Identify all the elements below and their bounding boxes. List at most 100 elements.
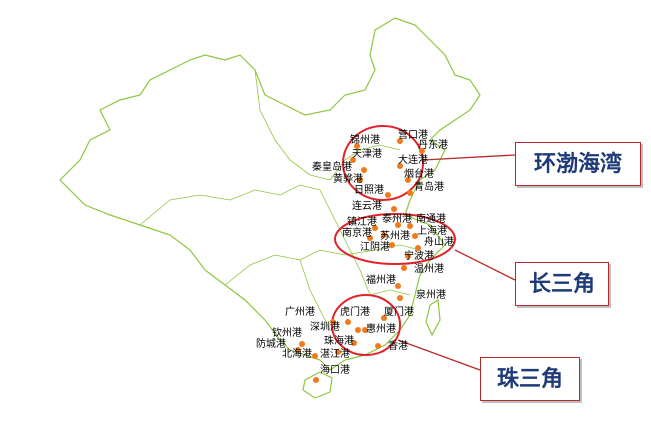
port-marker	[295, 347, 301, 353]
port-label: 锦州港	[350, 133, 380, 146]
port-label: 泉州港	[416, 288, 446, 301]
port-marker	[389, 242, 395, 248]
region-callout-pearl: 珠三角	[480, 357, 580, 401]
port-label: 青岛港	[414, 180, 444, 193]
port-label: 黄骅港	[333, 172, 363, 185]
port-marker	[345, 319, 351, 325]
port-label: 舟山港	[424, 235, 454, 248]
port-marker	[313, 377, 319, 383]
port-marker	[419, 148, 425, 154]
port-label: 丹东港	[418, 138, 448, 151]
port-24: 虎门港	[340, 305, 370, 325]
port-19: 宁波港	[404, 249, 434, 262]
port-marker	[405, 177, 411, 183]
port-9: 青岛港	[407, 180, 444, 196]
yangtze-region-circle	[334, 213, 456, 265]
port-label: 上海港	[417, 224, 447, 237]
port-32: 湛江港	[320, 348, 350, 360]
port-layer: 锦州港 营口港丹东港天津港 大连港秦皇岛港烟台港 黄骅港日照港 青岛港连云港镇江港泰州港…	[256, 128, 454, 383]
port-marker	[395, 222, 401, 228]
region-callout-bohai: 环渤海湾	[515, 142, 641, 186]
port-marker	[415, 245, 421, 251]
port-16: 上海港	[412, 224, 447, 239]
port-30: 珠海港	[324, 334, 357, 347]
port-label: 南京港	[342, 226, 372, 239]
port-label: 营口港	[398, 128, 428, 141]
port-marker	[355, 327, 361, 333]
port-label: 广州港	[285, 306, 315, 318]
port-marker	[407, 190, 413, 196]
port-10: 连云港	[352, 199, 397, 212]
port-label: 南通港	[416, 212, 446, 225]
port-21: 福州港	[366, 273, 401, 289]
port-marker	[372, 225, 378, 231]
port-2: 丹东港	[418, 138, 448, 154]
port-11: 镇江港	[347, 215, 378, 231]
port-marker	[412, 233, 418, 239]
port-31: 北海港	[282, 347, 318, 360]
port-7: 黄骅港	[333, 172, 363, 185]
port-marker	[367, 235, 373, 241]
port-marker	[391, 206, 397, 212]
port-28: 钦州港	[272, 327, 305, 347]
port-marker	[330, 319, 336, 325]
port-marker	[354, 143, 360, 149]
port-label: 泰州港	[382, 212, 412, 225]
port-marker	[401, 265, 407, 271]
pearl-region-circle	[331, 294, 401, 356]
port-marker	[351, 340, 357, 346]
port-label: 秦皇岛港	[312, 160, 352, 173]
port-18: 舟山港	[415, 235, 454, 251]
port-1: 营口港	[397, 128, 428, 144]
port-label: 惠州港	[366, 322, 396, 335]
port-label: 海口港	[320, 363, 350, 376]
port-marker	[405, 253, 411, 259]
port-marker	[407, 223, 413, 229]
port-marker	[312, 353, 318, 359]
hainan-island	[302, 371, 333, 399]
pearl-leader	[397, 339, 481, 371]
port-marker	[397, 138, 403, 144]
port-25: 厦门港	[381, 305, 414, 321]
port-marker	[335, 349, 341, 355]
port-label: 深圳港	[310, 321, 340, 333]
port-label: 珠海港	[324, 334, 354, 347]
port-5: 秦皇岛港	[312, 160, 367, 173]
port-17: 江阴港	[360, 241, 395, 253]
port-4: 大连港	[397, 153, 428, 169]
port-label: 江阴港	[360, 241, 390, 253]
port-label: 防城港	[256, 337, 286, 350]
port-marker	[397, 295, 403, 301]
port-15: 苏州港	[380, 229, 410, 242]
port-8: 日照港	[354, 184, 391, 198]
port-marker	[381, 232, 387, 238]
port-label: 苏州港	[380, 229, 410, 242]
port-34: 海口港	[313, 363, 350, 383]
port-3: 天津港	[350, 148, 382, 163]
port-label: 大连港	[398, 153, 428, 166]
port-label: 湛江港	[320, 348, 350, 360]
port-label: 天津港	[352, 148, 382, 160]
region-callout-yangtze: 长三角	[515, 262, 609, 306]
port-marker	[299, 341, 305, 347]
port-marker	[397, 163, 403, 169]
port-6: 烟台港	[404, 167, 434, 183]
taiwan-island	[425, 298, 441, 337]
port-33: 香港	[375, 340, 408, 352]
port-26: 深圳港	[310, 321, 361, 333]
port-29: 防城港	[256, 337, 301, 353]
port-label: 温州港	[414, 263, 444, 275]
port-label: 镇江港	[347, 215, 377, 228]
port-marker	[361, 167, 367, 173]
port-marker	[350, 157, 356, 163]
port-label: 宁波港	[404, 249, 434, 262]
port-marker	[357, 177, 363, 183]
port-27: 惠州港	[362, 322, 396, 335]
province-boundaries	[139, 69, 421, 331]
port-marker	[381, 315, 387, 321]
port-marker	[362, 327, 368, 333]
port-label: 厦门港	[384, 305, 414, 318]
port-14: 南京港	[342, 226, 373, 241]
port-label: 钦州港	[272, 327, 302, 339]
